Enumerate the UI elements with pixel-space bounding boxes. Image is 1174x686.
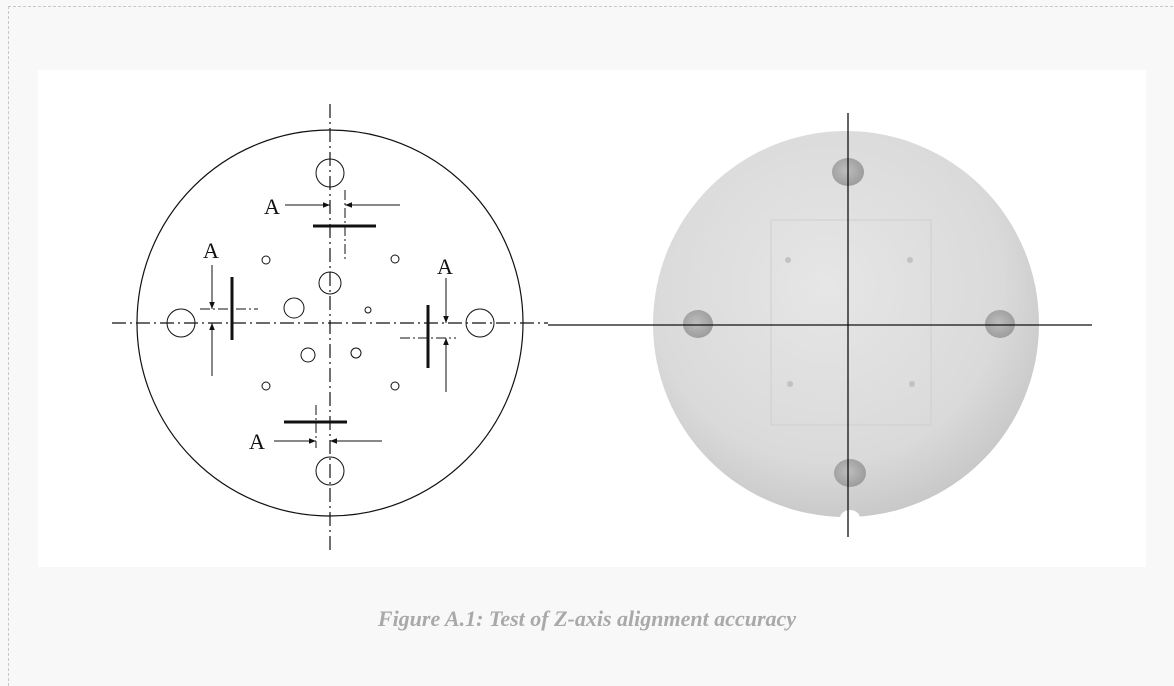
alignment-mark-top bbox=[285, 190, 400, 262]
alignment-mark-bottom bbox=[274, 405, 382, 448]
hole-corner-br bbox=[390, 381, 400, 391]
bump-bl bbox=[787, 381, 793, 387]
technical-drawing: A A A A bbox=[112, 104, 548, 550]
bump-tl bbox=[785, 257, 791, 263]
hole-corner-tl bbox=[261, 255, 271, 265]
plate-notch bbox=[840, 510, 860, 526]
hole-inner-bottom-left bbox=[300, 347, 316, 363]
printed-plate-photo bbox=[548, 113, 1092, 537]
figure-panel: A A A A bbox=[38, 70, 1146, 567]
bump-tr bbox=[907, 257, 913, 263]
hole-left bbox=[166, 308, 196, 338]
boss-right bbox=[985, 310, 1015, 338]
printed-plate bbox=[653, 131, 1039, 517]
hole-inner-top bbox=[318, 271, 342, 295]
figure-frame bbox=[8, 6, 1174, 686]
hole-corner-tr bbox=[390, 254, 400, 264]
plate-imprint bbox=[770, 219, 932, 426]
hole-top bbox=[315, 158, 345, 188]
bump-br bbox=[909, 381, 915, 387]
hole-center-small bbox=[364, 306, 372, 314]
hole-corner-bl bbox=[261, 381, 271, 391]
hole-inner-left bbox=[283, 297, 305, 319]
dimension-label-left: A bbox=[203, 238, 219, 263]
dimension-label-right: A bbox=[437, 254, 453, 279]
boss-bottom bbox=[834, 459, 866, 487]
boss-left bbox=[683, 310, 713, 338]
alignment-mark-left bbox=[200, 265, 258, 376]
dimension-label-bottom: A bbox=[249, 429, 265, 454]
hole-right bbox=[465, 308, 495, 338]
figure-graphic: A A A A bbox=[112, 104, 1092, 550]
dimension-label-top: A bbox=[264, 194, 280, 219]
alignment-mark-right bbox=[400, 278, 456, 392]
figure-caption: Figure A.1: Test of Z-axis alignment acc… bbox=[377, 606, 797, 631]
hole-bottom bbox=[315, 456, 345, 486]
hole-inner-bottom-right bbox=[350, 347, 362, 359]
